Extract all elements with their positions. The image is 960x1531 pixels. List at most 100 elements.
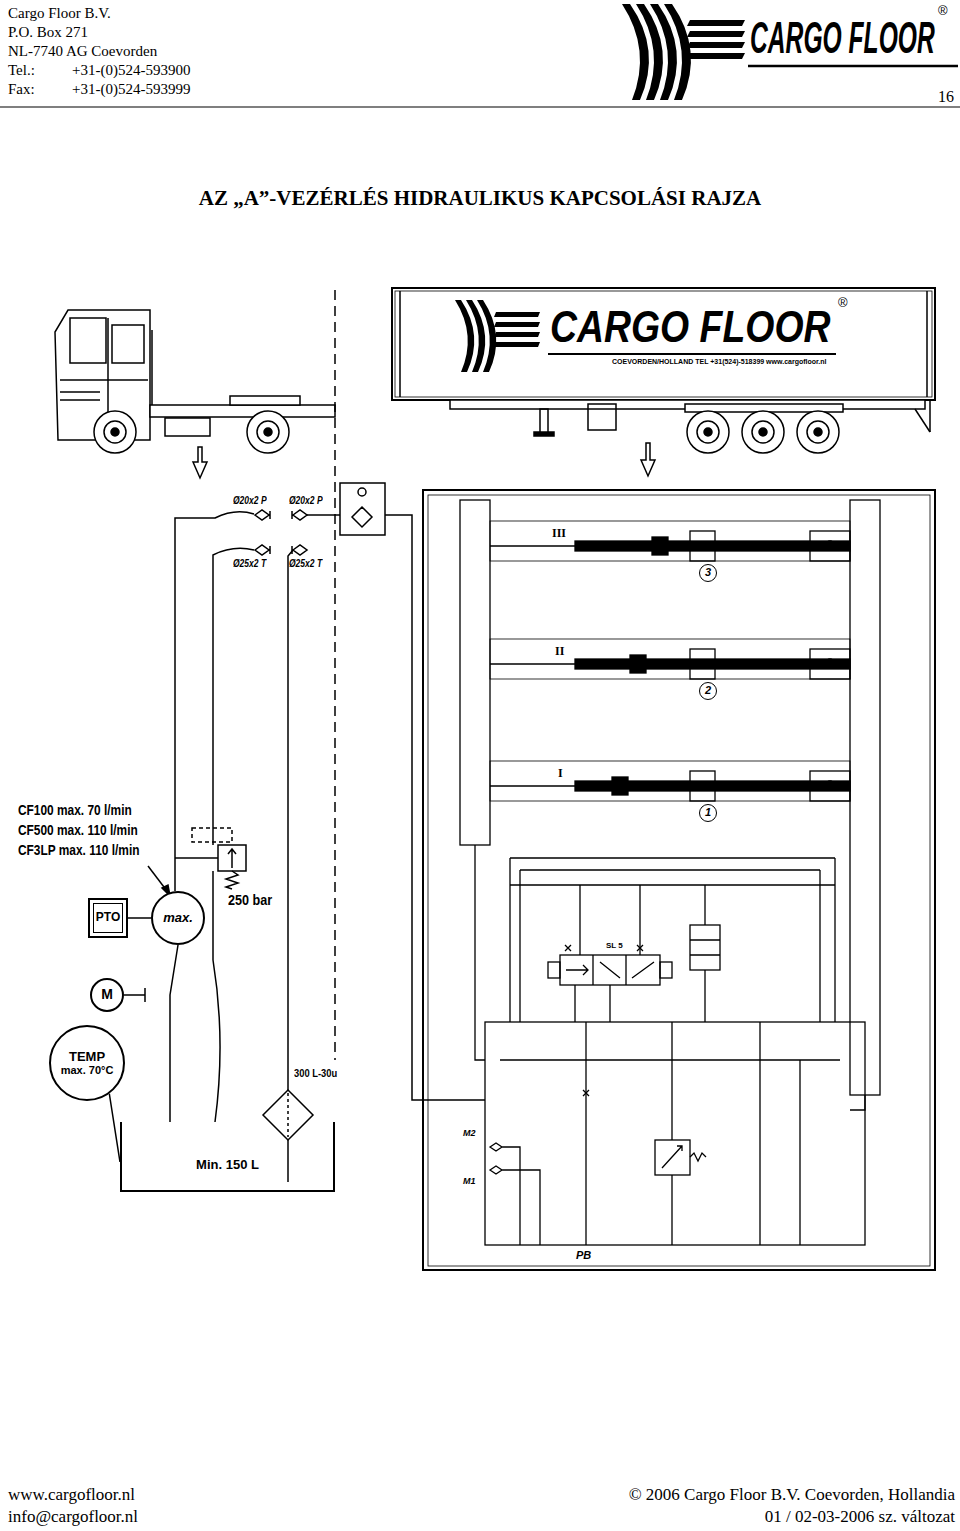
header-rule-part: [748, 65, 958, 68]
trailer-hydraulics-part: [500, 1022, 840, 1245]
tractor-hydraulics-part: [287, 1140, 289, 1182]
flow-note: CF3LP max. 110 l/min: [18, 842, 139, 858]
trailer-logo-mark-part: [466, 300, 485, 372]
trailer-hydraulics-part: [850, 500, 880, 1095]
trailer-illustration-part: [759, 428, 767, 436]
node-content: max.: [163, 911, 193, 925]
footer-email: info@cargofloor.nl: [8, 1507, 138, 1527]
trailer-logo-mark-part: [455, 300, 474, 372]
temperature-gauge: TEMPmax. 70°C: [49, 1025, 125, 1101]
trailer-hydraulics-part: [690, 531, 715, 561]
truck-illustration-part: [112, 325, 144, 363]
trailer-logo-mark: [455, 300, 540, 372]
trailer-hydraulics-part: [834, 784, 846, 785]
tractor-hydraulics-part: [288, 550, 293, 1090]
tractor-hydraulics-part: [218, 845, 246, 871]
logo-mark-part: [687, 31, 745, 37]
coupling-label: Ø20x2 P: [289, 495, 323, 507]
oil-tank: Min. 150 L: [120, 1122, 335, 1192]
tractor-hydraulics-part: [352, 507, 372, 527]
trailer-illustration-part: [697, 421, 719, 443]
trailer-illustration-part: [641, 443, 655, 476]
callout-number: 1: [699, 804, 717, 822]
tractor-hydraulics-part: [307, 514, 340, 516]
trailer-hydraulics-part: [490, 545, 575, 546]
coupling-label: Ø20x2 P: [233, 495, 267, 507]
trailer-hydraulics-part: [490, 663, 575, 664]
flow-note: CF100 max. 70 l/min: [18, 802, 132, 818]
node-content: Min. 150 L: [196, 1158, 259, 1172]
tractor-hydraulics-part: [175, 857, 218, 859]
trademark-sign: ®: [938, 4, 948, 19]
node-label: M: [101, 987, 113, 1002]
node-label: TEMP: [69, 1050, 105, 1064]
tractor-hydraulics-part: [226, 871, 238, 889]
trailer-hydraulics-part: [565, 945, 643, 1096]
trailer-logo-mark-part: [494, 332, 540, 337]
tractor-hydraulics-part: [192, 828, 232, 842]
trailer-hydraulics-part: [826, 781, 834, 789]
trailer-hydraulics-part: [810, 771, 850, 801]
tractor-hydraulics-part: [385, 515, 485, 1100]
trailer-illustration-part: [742, 411, 784, 453]
callout-number: 3: [699, 564, 717, 582]
trailer-hydraulics-part: [475, 845, 485, 1060]
tractor-hydraulics-part: [358, 488, 366, 496]
trailer-hydraulics-part: [490, 639, 850, 679]
cylinder-number: II: [555, 645, 564, 659]
footer-copyright: © 2006 Cargo Floor B.V. Coevorden, Holla…: [629, 1485, 955, 1505]
tractor-hydraulics-part: [124, 988, 145, 1002]
tractor-hydraulics-part: [213, 871, 220, 1122]
node-content: M: [101, 987, 113, 1002]
gauge-port: M1: [463, 1176, 476, 1186]
trailer-hydraulics-part: [810, 649, 850, 679]
truck-illustration-part: [247, 411, 289, 453]
address-line: NL-7740 AG Coevorden: [8, 43, 157, 60]
truck-illustration-part: [193, 447, 207, 478]
truck-illustration-part: [150, 405, 335, 417]
trailer-hydraulics-part: [460, 500, 490, 845]
trailer-logo-mark-part: [494, 322, 540, 327]
trailer-logo-text: CARGO FLOOR: [550, 305, 830, 349]
address-line: P.O. Box 271: [8, 24, 88, 41]
trailer-hydraulics-part: [490, 1166, 540, 1245]
trailer-hydraulics-part: [850, 1095, 865, 1110]
page-number: 16: [938, 88, 954, 106]
gauge-port: M2: [463, 1128, 476, 1138]
trailer-hydraulics-part: [690, 771, 715, 801]
trailer-illustration-part: [534, 432, 554, 436]
trailer-hydraulics-part: [655, 1140, 690, 1175]
trailer-hydraulics: [423, 490, 935, 1270]
trailer-hydraulics-part: [575, 541, 850, 551]
footer-version: 01 / 02-03-2006 sz. változat: [765, 1507, 955, 1527]
node-label: max.: [163, 911, 193, 925]
trailer-hydraulics-part: [490, 761, 850, 801]
tractor-hydraulics-part: [340, 483, 385, 535]
trailer-illustration-part: [399, 291, 401, 397]
tractor-hydraulics-part: [292, 510, 307, 520]
logo-text: CARGO FLOOR: [750, 16, 935, 60]
trailer-hydraulics-part: [485, 1022, 865, 1245]
trailer-illustration-part: [807, 421, 829, 443]
trailer-hydraulics-part: [548, 962, 560, 978]
coupling-label: Ø25x2 T: [233, 558, 266, 570]
trailer-illustration-part: [752, 421, 774, 443]
trailer-illustration-part: [929, 400, 931, 432]
truck-illustration-part: [257, 421, 279, 443]
callout-number: 2: [699, 682, 717, 700]
node-label: Min. 150 L: [196, 1158, 259, 1172]
tractor-hydraulics-part: [292, 545, 307, 555]
cylinder-number: I: [558, 767, 563, 781]
trailer-hydraulics-part: [585, 1022, 586, 1245]
trailer-hydraulics-part: [560, 955, 660, 985]
trailer-hydraulics-part: [428, 495, 930, 1266]
trailer-hydraulics-part: [510, 858, 835, 1022]
separation-line-part: [334, 290, 336, 1060]
truck-illustration-part: [70, 318, 106, 363]
truck-illustration-part: [60, 399, 100, 401]
trailer-logo-mark-part: [494, 312, 540, 317]
